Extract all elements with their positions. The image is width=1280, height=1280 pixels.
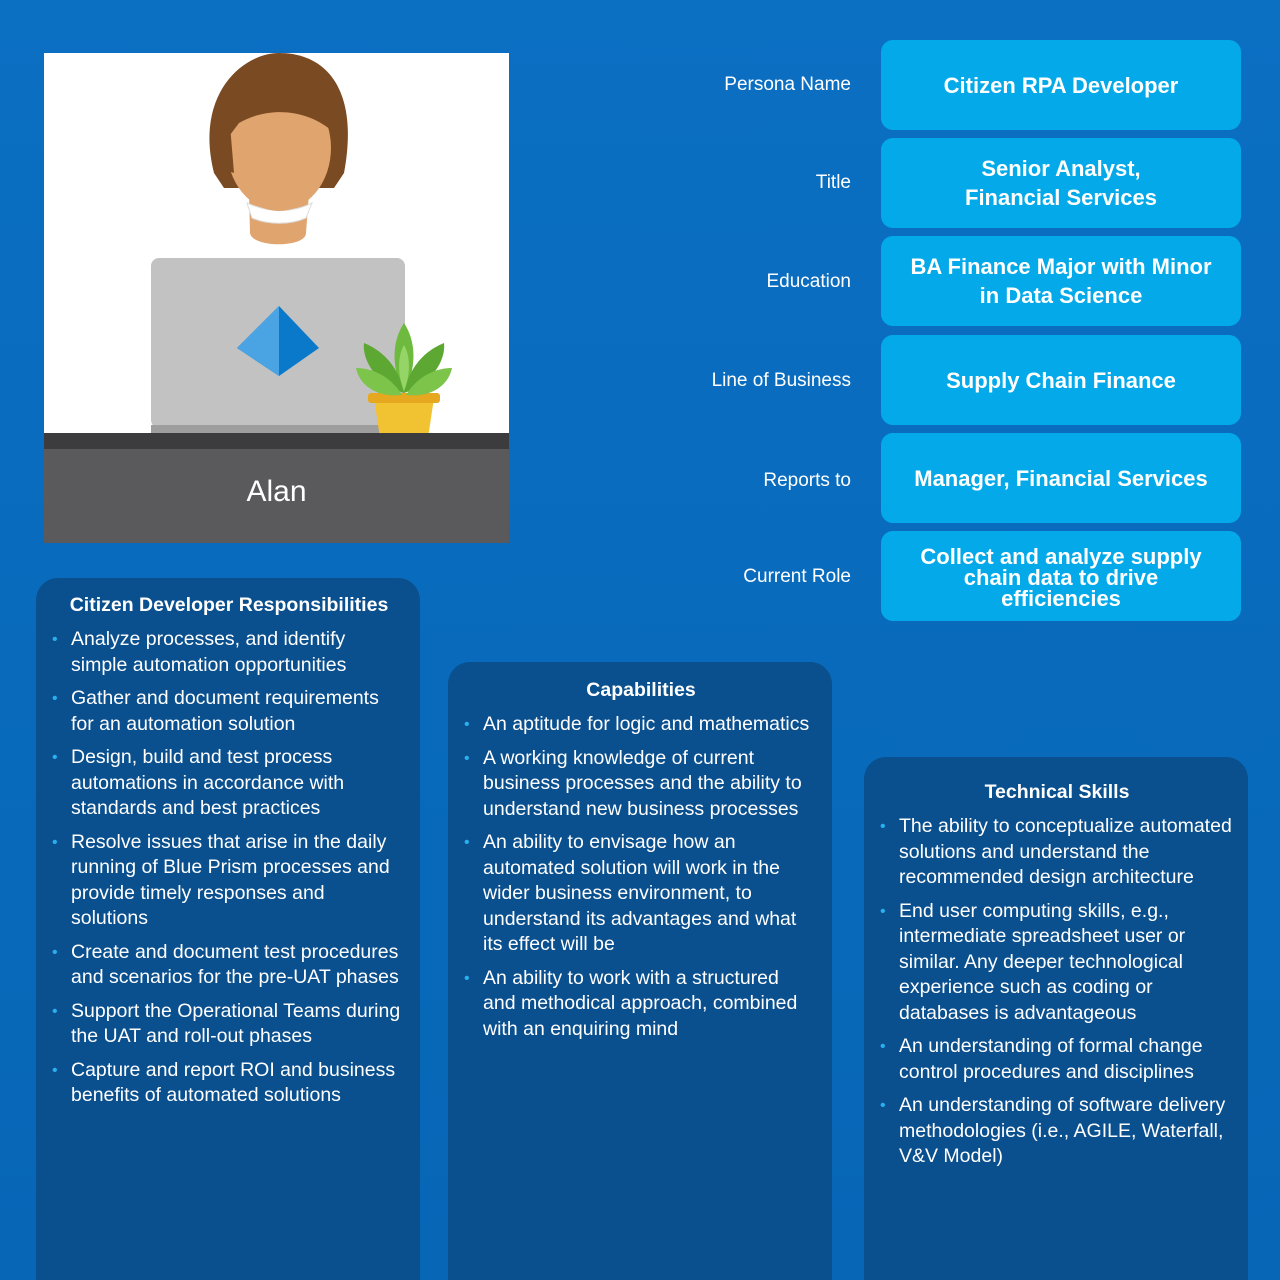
list-item: Create and document test procedures and … [52,940,404,991]
reports-to-label: Reports to [763,470,851,491]
line-of-business-value: Supply Chain Finance [881,335,1241,425]
current-role-label: Current Role [743,566,851,587]
responsibilities-list: Analyze processes, and identify simple a… [52,627,404,1109]
list-item: Gather and document requirements for an … [52,686,404,737]
list-item: A working knowledge of current business … [464,746,816,823]
plant-pot-shape [374,398,434,438]
reports-to-value: Manager, Financial Services [881,433,1241,523]
list-item: Design, build and test process automatio… [52,745,404,822]
list-item: End user computing skills, e.g., interme… [880,899,1232,1027]
persona-avatar-card: Alan [44,53,509,543]
responsibilities-title: Citizen Developer Responsibilities [69,594,389,616]
education-label: Education [766,271,851,292]
capabilities-list: An aptitude for logic and mathematics A … [464,712,816,1043]
technical-skills-panel: Technical Skills The ability to conceptu… [864,757,1248,1280]
list-item: An ability to work with a structured and… [464,966,816,1043]
list-item: An aptitude for logic and mathematics [464,712,816,738]
capabilities-panel: Capabilities An aptitude for logic and m… [448,662,832,1280]
responsibilities-panel: Citizen Developer Responsibilities Analy… [36,578,420,1280]
list-item: Resolve issues that arise in the daily r… [52,830,404,932]
list-item: An understanding of software delivery me… [880,1093,1232,1170]
capabilities-title: Capabilities [586,679,696,701]
persona-illustration [44,53,509,543]
list-item: Capture and report ROI and business bene… [52,1058,404,1109]
current-role-value: Collect and analyze supply chain data to… [881,531,1241,621]
plant-leaves-shape [356,323,452,396]
list-item: Analyze processes, and identify simple a… [52,627,404,678]
line-of-business-label: Line of Business [711,370,851,391]
list-item: An ability to envisage how an automated … [464,830,816,958]
education-value: BA Finance Major with Minor in Data Scie… [881,236,1241,326]
technical-skills-title: Technical Skills [984,781,1130,803]
hair-fringe-shape [223,76,335,143]
title-label: Title [815,172,851,193]
list-item: An understanding of formal change contro… [880,1034,1232,1085]
desk-edge-shape [44,433,509,449]
desk-shape [44,449,509,543]
list-item: Support the Operational Teams during the… [52,999,404,1050]
persona-name-label: Persona Name [724,74,851,95]
title-value: Senior Analyst, Financial Services [881,138,1241,228]
list-item: The ability to conceptualize automated s… [880,814,1232,891]
persona-name-value: Citizen RPA Developer [881,40,1241,130]
persona-name-caption: Alan [246,475,307,508]
technical-skills-list: The ability to conceptualize automated s… [880,814,1232,1170]
